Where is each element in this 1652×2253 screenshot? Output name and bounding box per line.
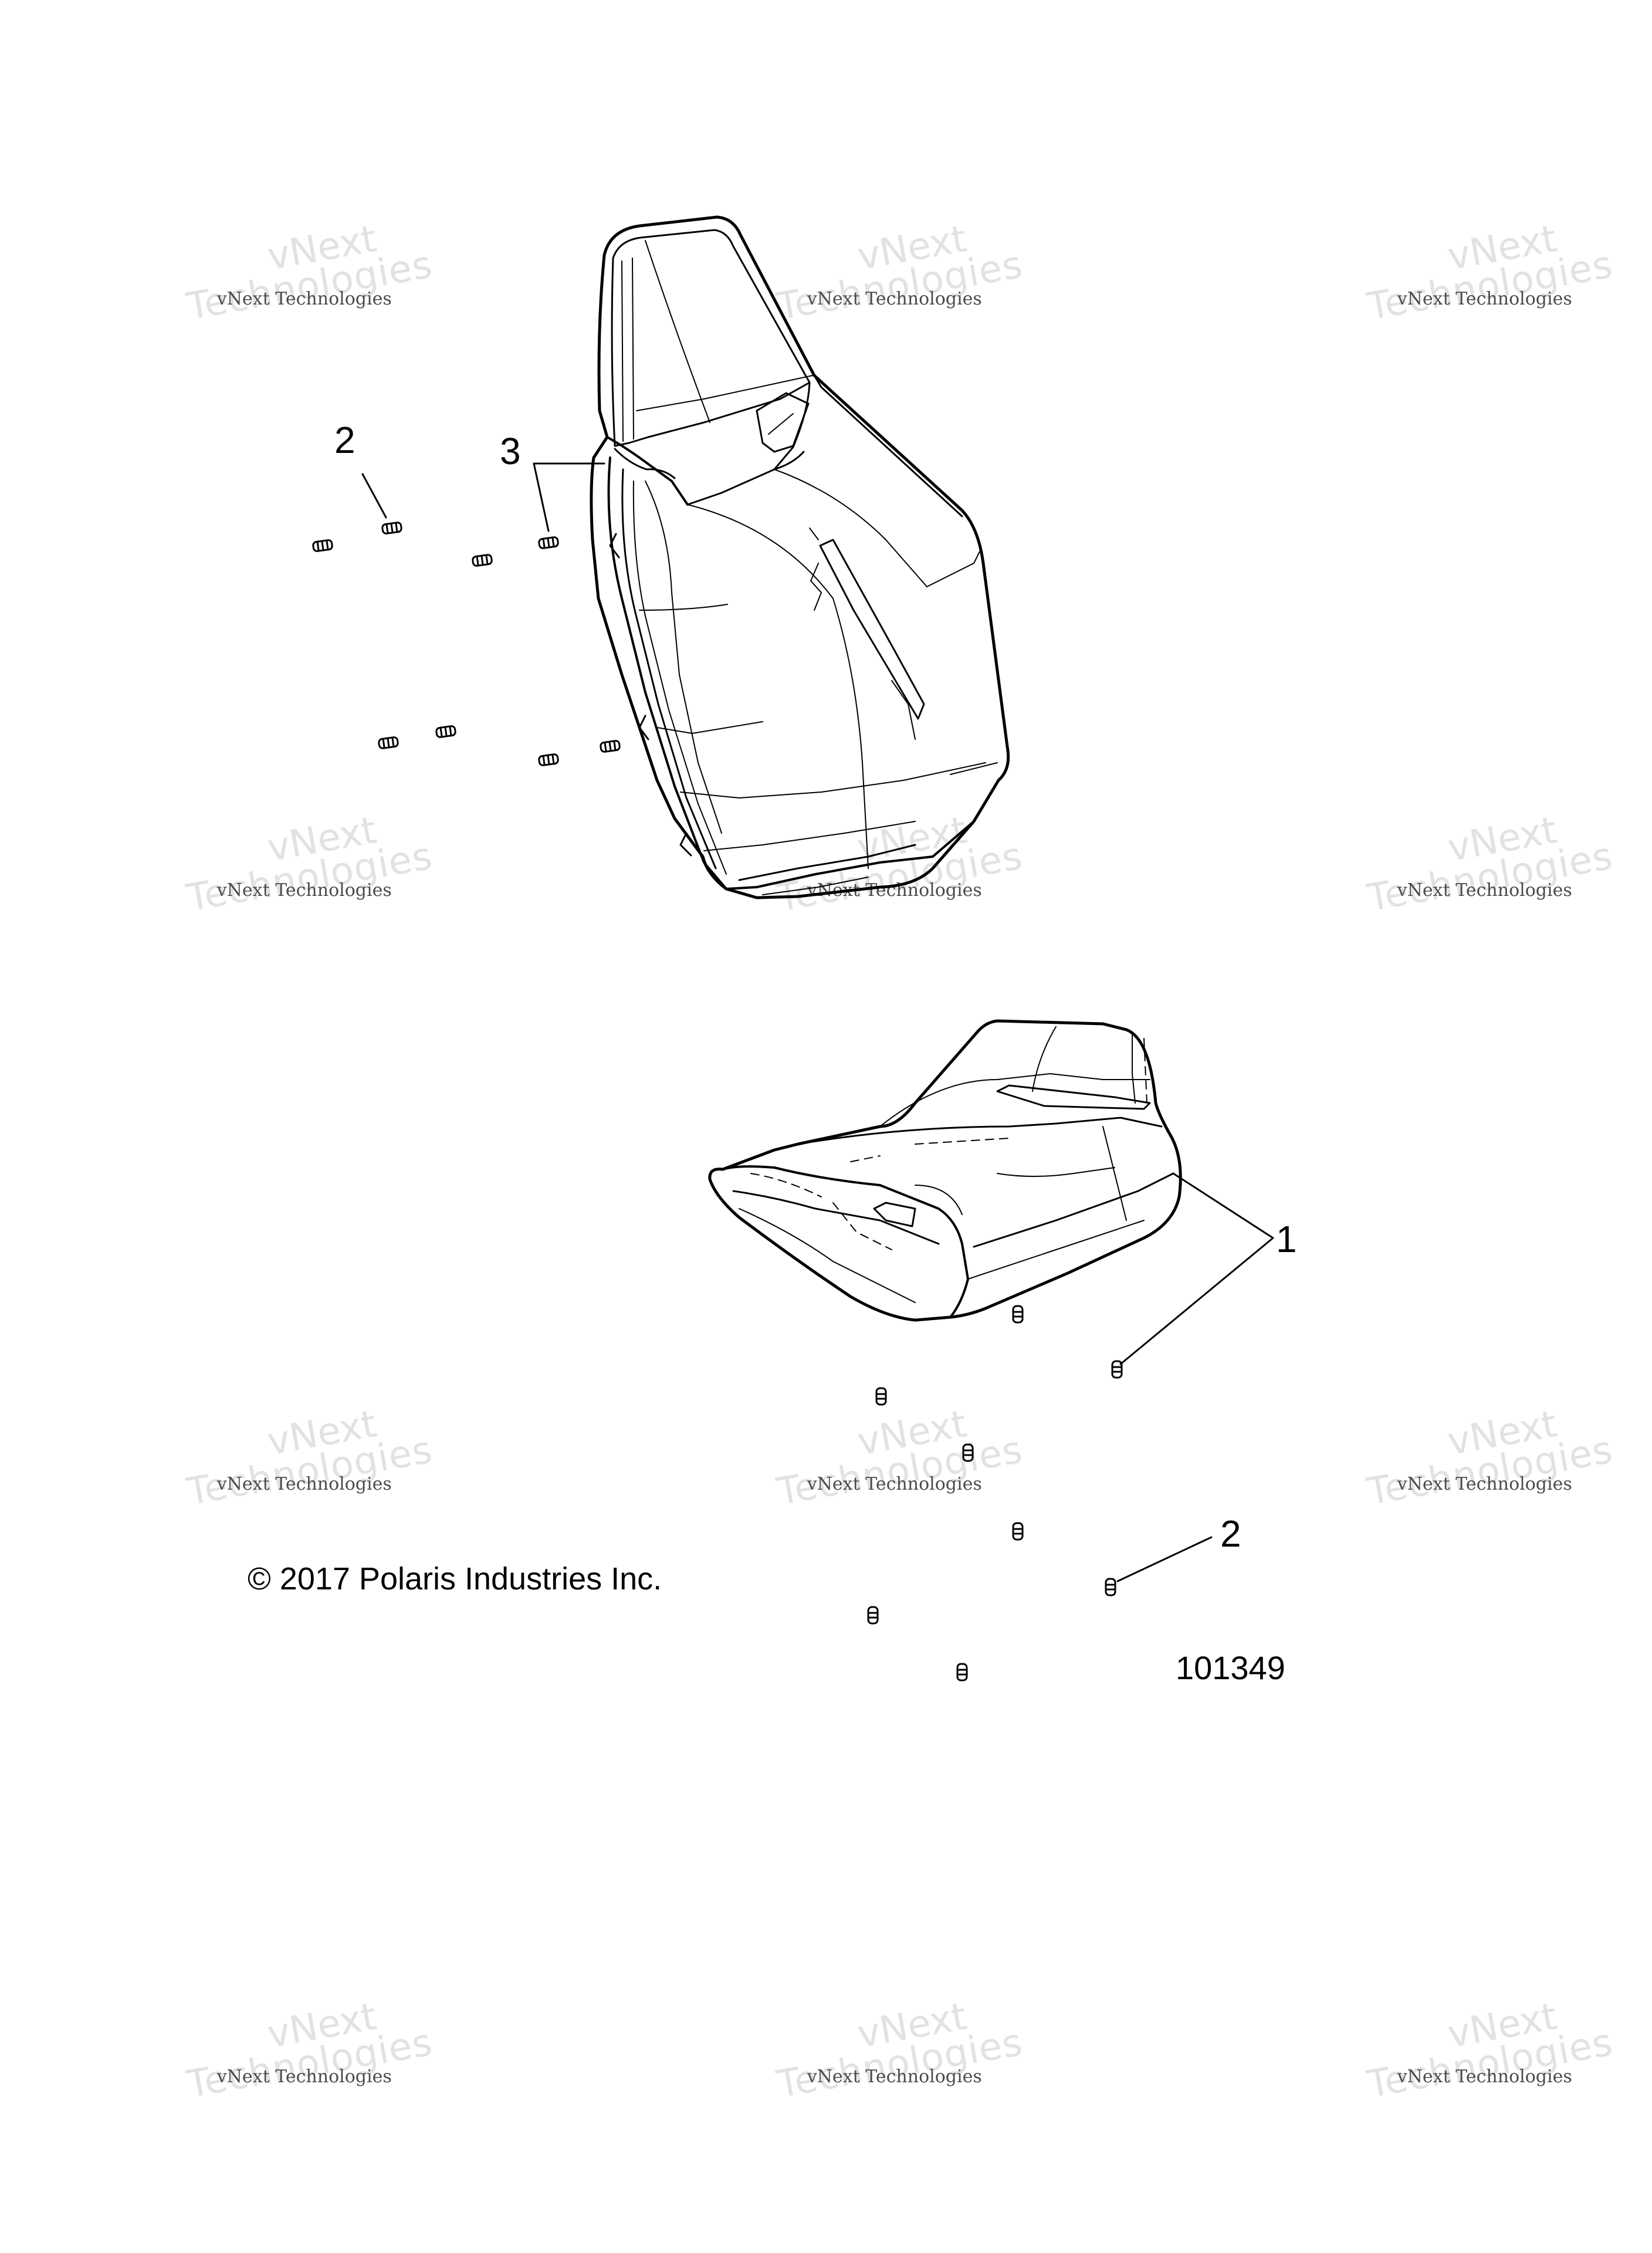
callout-2-bottom: 2 bbox=[1220, 1513, 1241, 1555]
pin bbox=[875, 1387, 887, 1406]
seat-back bbox=[590, 215, 1010, 899]
pin bbox=[600, 740, 621, 753]
leader-2-top bbox=[361, 473, 387, 519]
pin bbox=[1012, 1305, 1024, 1324]
seat-cushion bbox=[708, 1019, 1182, 1322]
callout-1: 1 bbox=[1276, 1218, 1297, 1260]
fastener-pins-bottom bbox=[867, 1305, 1123, 1682]
pin bbox=[378, 736, 399, 749]
copyright-notice: © 2017 Polaris Industries Inc. bbox=[248, 1561, 662, 1596]
callout-2-top: 2 bbox=[334, 419, 356, 461]
pin bbox=[962, 1443, 974, 1462]
leader-1 bbox=[1119, 1172, 1274, 1365]
fastener-pins-back bbox=[312, 522, 621, 766]
pin bbox=[956, 1663, 968, 1682]
pin bbox=[1012, 1522, 1024, 1541]
pin bbox=[1105, 1578, 1116, 1596]
pin bbox=[1111, 1360, 1123, 1379]
pin bbox=[435, 725, 456, 738]
pin bbox=[867, 1606, 879, 1625]
pin bbox=[472, 554, 493, 567]
pin bbox=[381, 522, 402, 535]
leader-3 bbox=[533, 462, 605, 532]
pin bbox=[312, 539, 333, 552]
diagram-part-number: 101349 bbox=[1176, 1649, 1285, 1686]
callout-3: 3 bbox=[500, 430, 521, 472]
pin bbox=[538, 536, 559, 549]
leader-2-bottom bbox=[1116, 1536, 1213, 1582]
leader-lines bbox=[361, 462, 1274, 1582]
pin bbox=[538, 753, 559, 766]
